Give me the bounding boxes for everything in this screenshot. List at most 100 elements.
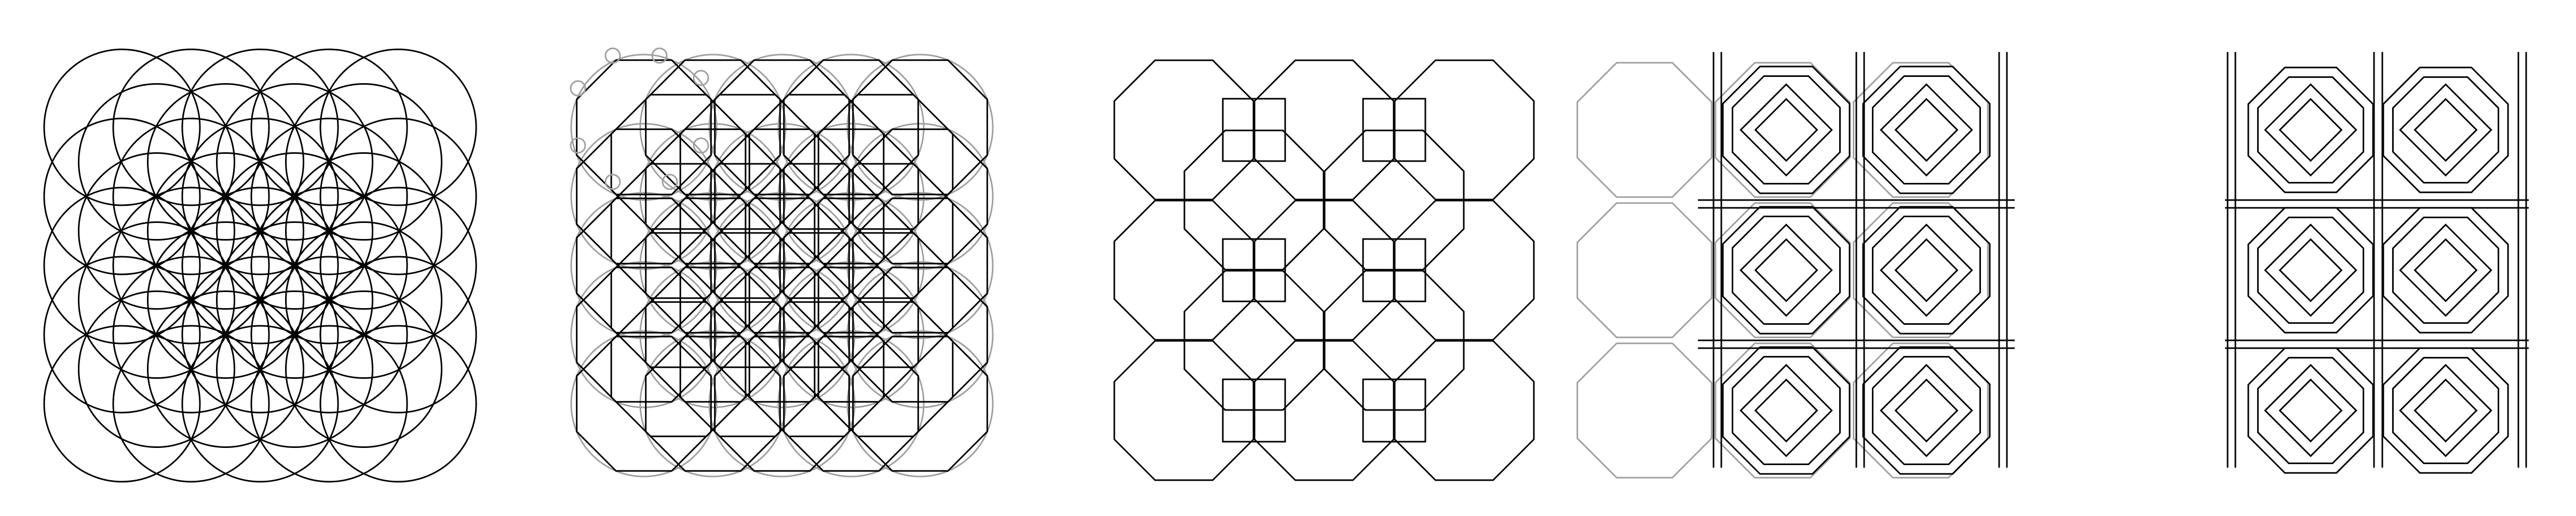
band-octagon [2382,347,2509,474]
band-octagon [2392,356,2500,465]
guide-octagon [1715,342,1851,479]
band-diamond [2278,238,2343,302]
circle [250,256,408,414]
circle [319,256,477,414]
circle [285,83,442,241]
band-diamond [1739,83,1833,177]
band-diamond [2264,364,2357,457]
octagon [1253,200,1395,341]
band-octagon [2247,67,2374,193]
circle [319,48,477,206]
band-octagon [2382,67,2509,193]
octagon [1394,200,1535,341]
circle [78,83,235,241]
circle [181,187,339,345]
guide-octagon [1853,342,1989,479]
octagon [1113,59,1255,201]
circle [112,117,270,275]
circle [112,325,270,483]
octagon [576,267,712,403]
band-diamond [1880,223,1973,317]
circle [216,83,373,241]
octagon [610,232,747,368]
band-octagon [1862,65,1991,194]
guide-circle [777,123,925,270]
circle [216,290,373,448]
band-octagon [2247,207,2374,334]
guide-circle [639,261,787,408]
circle [216,221,373,379]
band-diamond [2278,98,2343,162]
guide-circle [639,330,787,478]
construction-point [604,174,621,190]
octagon [610,301,747,438]
guide-octagon [1715,62,1851,198]
band-octagon [2247,347,2374,474]
guide-octagon [1715,202,1851,338]
band-diamond [1894,238,1959,302]
guide-circle [777,330,925,478]
construction-point [651,47,668,64]
square [1362,98,1426,162]
guide-circle [708,123,856,270]
octagon [679,94,816,230]
band-octagon [1872,75,1981,184]
circle [181,325,339,483]
octagon [645,336,781,472]
band-diamond [2399,83,2492,177]
construction-point [570,137,586,154]
band-diamond [1754,378,1818,443]
band-diamond [2413,238,2478,302]
band-diamond [2413,98,2478,162]
circle [78,152,235,310]
octagon [783,336,919,472]
guide-circle [708,192,856,339]
guide-circle [846,330,994,478]
panel-interlace-with-guides [1576,52,2015,479]
band-diamond [2264,223,2357,317]
octagon [817,232,954,368]
circle [112,256,270,414]
guide-circle [846,123,994,270]
band-diamond [1894,98,1959,162]
circle [285,152,442,310]
circle [43,117,201,275]
panel-circle-grid [43,48,477,483]
guide-octagon [1576,62,1712,198]
guide-octagon [1853,62,1989,198]
circle [216,152,373,310]
construction-point [693,137,709,154]
circle [285,290,442,448]
guide-circle [570,192,718,339]
octagon [679,301,816,438]
circle [147,221,304,379]
construction-point [693,70,709,86]
guide-circle [846,261,994,408]
square [1362,238,1426,302]
guide-circle [570,261,718,408]
band-diamond [1739,364,1833,457]
band-octagon [1862,206,1991,335]
octagon [1113,200,1255,341]
octagon [576,197,712,334]
guide-circle [708,54,856,201]
octagon [610,163,747,299]
panel-octagon-lattice [1113,59,1535,481]
circle [78,221,235,379]
guide-circle [777,54,925,201]
panel-circles-with-octagons [570,47,994,478]
circle [319,187,477,345]
circle [181,256,339,414]
circle [43,256,201,414]
guide-circle [639,123,787,270]
octagon [1113,340,1255,481]
band-diamond [1880,83,1973,177]
octagon [1324,129,1465,271]
octagon [852,336,988,472]
band-octagon [1732,75,1841,184]
band-diamond [1894,378,1959,443]
square [1222,378,1286,443]
guide-circle [777,192,925,339]
band-diamond [1754,98,1818,162]
